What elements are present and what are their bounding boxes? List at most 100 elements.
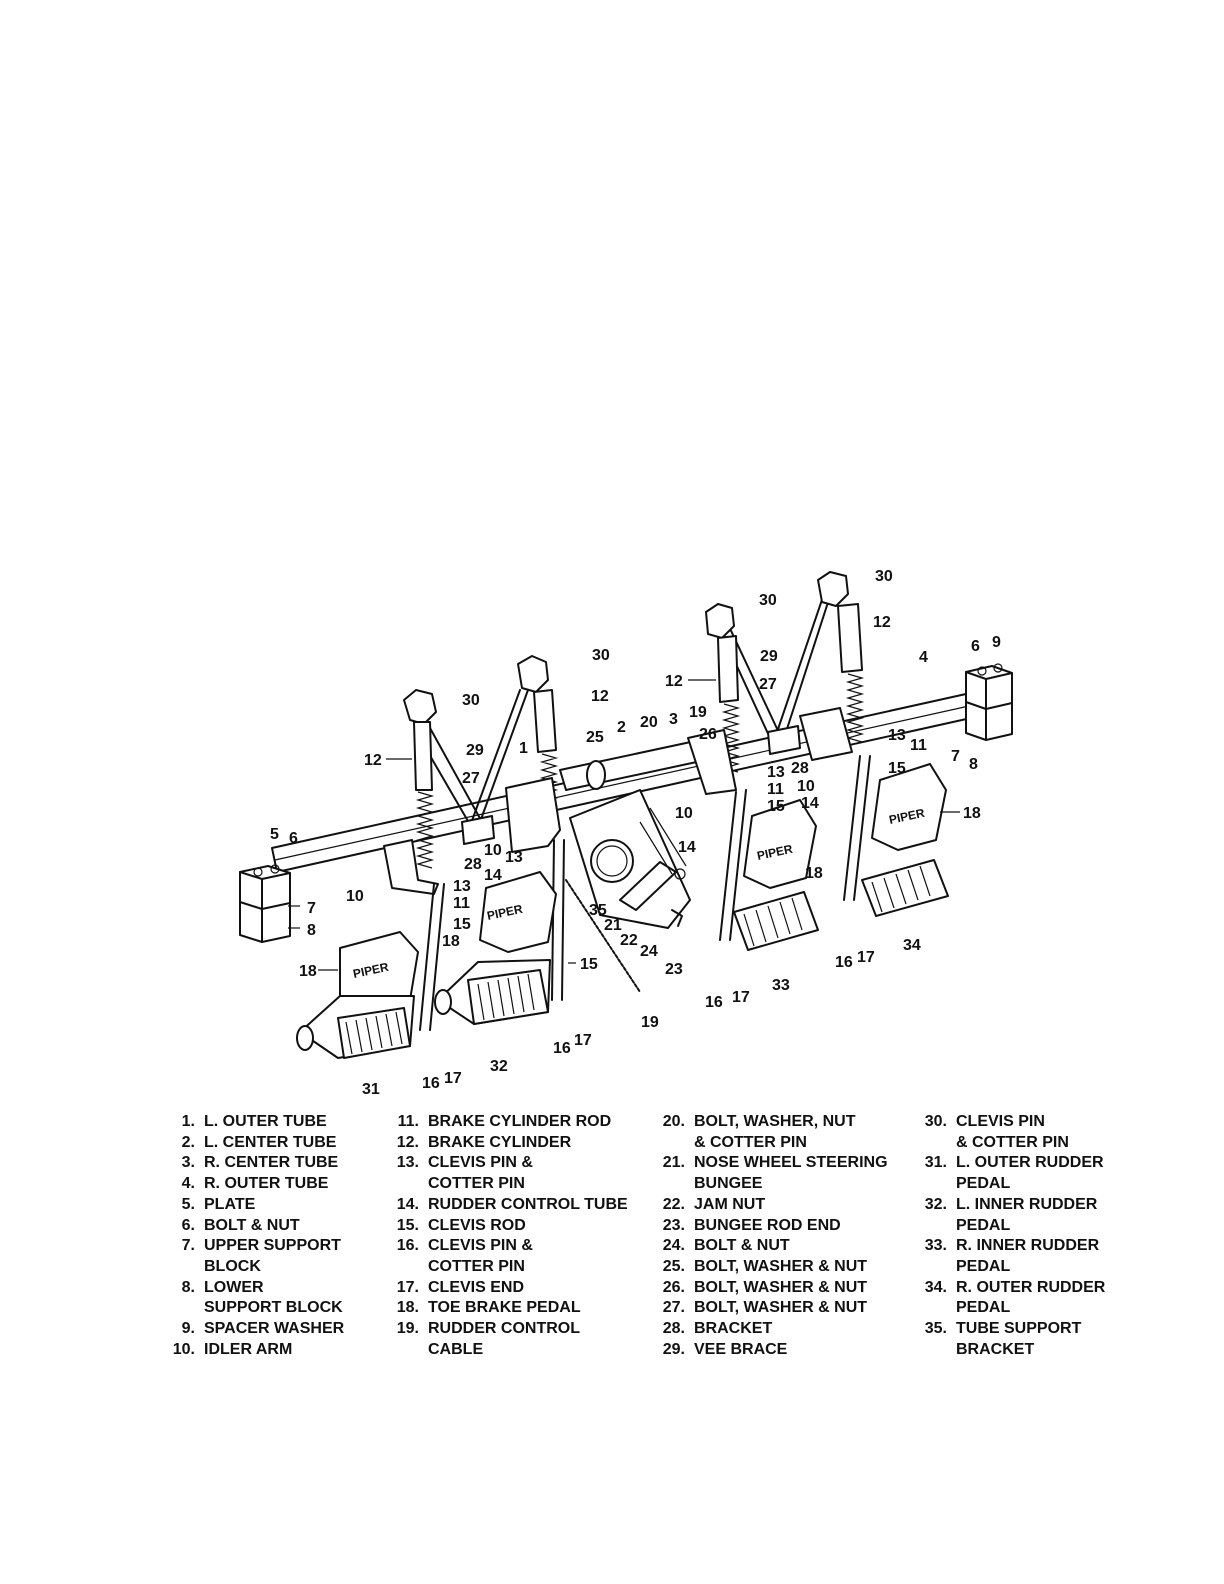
- callout-20: 20: [640, 714, 658, 731]
- legend-num: 29.: [662, 1340, 685, 1358]
- callout-32: 32: [490, 1058, 508, 1075]
- legend-text: VEE BRACE: [694, 1340, 788, 1358]
- rudder-control-cable: [565, 879, 641, 993]
- callout-18: 18: [442, 933, 460, 950]
- callout-30: 30: [462, 692, 480, 709]
- legend-num: 22.: [662, 1195, 685, 1213]
- callout-10: 10: [675, 805, 693, 822]
- rudder-pedals: PIPER PIPER PIPER PIPER: [296, 763, 949, 1059]
- callout-25: 25: [586, 729, 604, 746]
- callout-10: 10: [484, 842, 502, 859]
- legend-num: 18.: [396, 1299, 419, 1317]
- legend-text: PLATE: [204, 1195, 256, 1213]
- callout-19: 19: [689, 704, 707, 721]
- callout-28: 28: [791, 760, 809, 777]
- legend-num: 34.: [924, 1278, 947, 1296]
- legend-text: TUBE SUPPORT: [956, 1320, 1082, 1338]
- idler-arms: [383, 707, 853, 895]
- legend-num: 10.: [172, 1340, 195, 1358]
- legend-num: 28.: [662, 1320, 685, 1338]
- legend-num: 27.: [662, 1299, 685, 1317]
- legend-text: R. CENTER TUBE: [204, 1154, 339, 1172]
- legend-num: 9.: [181, 1320, 195, 1338]
- legend-num: 31.: [924, 1154, 947, 1172]
- legend-num: 4.: [181, 1175, 195, 1193]
- legend-text: COTTER PIN: [428, 1175, 525, 1193]
- callout-9: 9: [992, 634, 1001, 651]
- callout-29: 29: [760, 648, 778, 665]
- legend-text: BOLT, WASHER & NUT: [694, 1299, 868, 1317]
- callout-30: 30: [875, 568, 893, 585]
- callout-6: 6: [289, 830, 298, 847]
- brake-cylinders: [403, 571, 865, 869]
- callout-4: 4: [919, 649, 928, 666]
- callout-30: 30: [592, 647, 610, 664]
- callout-2: 2: [617, 719, 626, 736]
- callout-29: 29: [466, 742, 484, 759]
- legend-text: RUDDER CONTROL TUBE: [428, 1195, 628, 1213]
- callout-12: 12: [665, 673, 683, 690]
- legend-column-3: 20.BOLT, WASHER, NUT & COTTER PIN 21.NOS…: [650, 1112, 888, 1360]
- legend-text: BUNGEE: [694, 1175, 763, 1193]
- callout-15: 15: [767, 798, 785, 815]
- legend-num: 17.: [396, 1278, 419, 1296]
- callout-21: 21: [604, 917, 622, 934]
- legend-text: L. OUTER RUDDER: [956, 1154, 1104, 1172]
- legend-num: 32.: [924, 1195, 947, 1213]
- callouts: 1 2 3 4 5 6 6 9 7 8 7 8 10 10 10 10 11 1…: [270, 568, 1001, 1098]
- legend-text: BOLT, WASHER & NUT: [694, 1278, 868, 1296]
- callout-10: 10: [797, 778, 815, 795]
- callout-13: 13: [888, 727, 906, 744]
- callout-13: 13: [767, 764, 785, 781]
- legend-column-2: 11.BRAKE CYLINDER ROD 12.BRAKE CYLINDER …: [384, 1112, 628, 1360]
- legend-text: COTTER PIN: [428, 1257, 525, 1275]
- legend-num: 15.: [396, 1216, 419, 1234]
- callout-18: 18: [963, 805, 981, 822]
- callout-27: 27: [759, 676, 777, 693]
- callout-11: 11: [453, 895, 470, 912]
- legend-text: & COTTER PIN: [956, 1133, 1069, 1151]
- callout-24: 24: [640, 943, 658, 960]
- legend-num: 26.: [662, 1278, 685, 1296]
- callout-12: 12: [364, 752, 382, 769]
- callout-12: 12: [873, 614, 891, 631]
- legend-text: TOE BRAKE PEDAL: [428, 1299, 581, 1317]
- legend-text: R. OUTER TUBE: [204, 1175, 329, 1193]
- callout-14: 14: [484, 867, 502, 884]
- callout-27: 27: [462, 770, 480, 787]
- callout-18: 18: [805, 865, 823, 882]
- legend-text: BUNGEE ROD END: [694, 1216, 841, 1234]
- legend-text: JAM NUT: [694, 1195, 766, 1213]
- legend-text: BOLT, WASHER & NUT: [694, 1257, 868, 1275]
- callout-19: 19: [641, 1014, 659, 1031]
- vee-braces: [417, 587, 833, 845]
- callout-17: 17: [574, 1032, 592, 1049]
- legend-column-1: 1.L. OUTER TUBE 2.L. CENTER TUBE 3.R. CE…: [160, 1112, 344, 1360]
- legend-num: 35.: [924, 1320, 947, 1338]
- callout-17: 17: [857, 949, 875, 966]
- right-support-block: [965, 663, 1013, 741]
- legend-text: SPACER WASHER: [204, 1320, 345, 1338]
- legend-text: CLEVIS PIN &: [428, 1154, 533, 1172]
- callout-23: 23: [665, 961, 683, 978]
- legend-text: R. INNER RUDDER: [956, 1237, 1100, 1255]
- callout-8: 8: [307, 922, 316, 939]
- callout-26: 26: [699, 726, 717, 743]
- callout-17: 17: [444, 1070, 462, 1087]
- legend-num: 7.: [181, 1237, 195, 1255]
- legend-num: 21.: [662, 1154, 685, 1172]
- callout-13: 13: [453, 878, 471, 895]
- legend-text: RUDDER CONTROL: [428, 1320, 580, 1338]
- callout-34: 34: [903, 937, 921, 954]
- legend-text: PEDAL: [956, 1216, 1011, 1234]
- legend-num: 25.: [662, 1257, 685, 1275]
- callout-14: 14: [678, 839, 696, 856]
- legend-num: 19.: [396, 1320, 419, 1338]
- callout-22: 22: [620, 932, 638, 949]
- legend-text: CLEVIS ROD: [428, 1216, 526, 1234]
- legend-num: 30.: [924, 1113, 947, 1130]
- legend-text: CLEVIS PIN: [956, 1113, 1045, 1130]
- legend-text: PEDAL: [956, 1257, 1011, 1275]
- callout-15: 15: [453, 916, 471, 933]
- callout-33: 33: [772, 977, 790, 994]
